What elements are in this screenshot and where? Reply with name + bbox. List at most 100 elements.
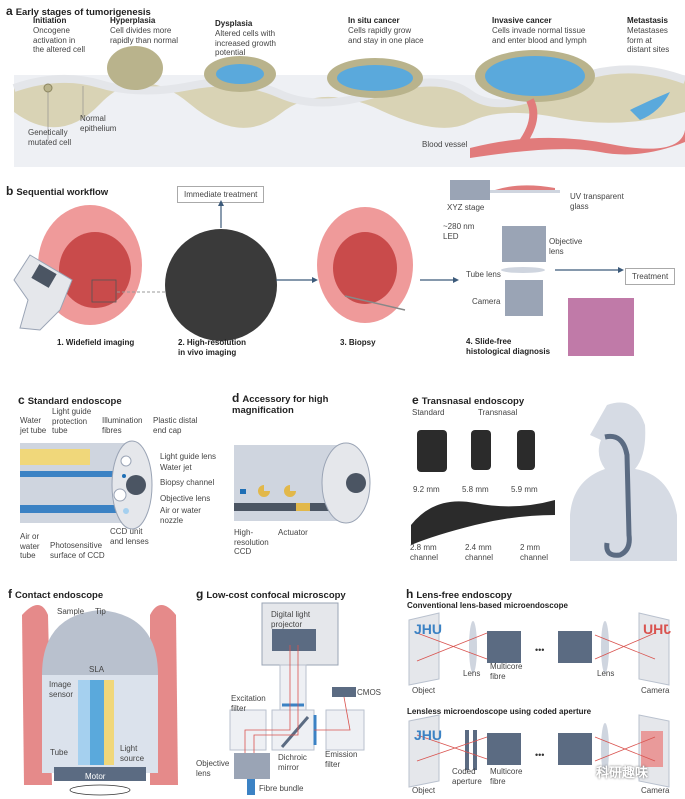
step-3-label: 3. Biopsy xyxy=(340,338,376,347)
tube-lens xyxy=(501,267,545,273)
objective-lens-label: Objective lens xyxy=(160,494,211,503)
dichroic-mirror-label: Dichroic mirror xyxy=(278,753,307,772)
sla-label: SLA xyxy=(89,665,105,674)
scope-standard xyxy=(417,430,447,472)
biopsy-channel-label: Biopsy channel xyxy=(160,478,215,487)
plastic-cap-label: Plastic distal end cap xyxy=(153,416,198,435)
objective xyxy=(234,753,270,779)
cmos-chip xyxy=(332,687,356,697)
metastasis-cluster xyxy=(630,92,670,120)
photosensitive-label: Photosensitive surface of CCD xyxy=(50,541,105,560)
panel-title-text: Standard endoscope xyxy=(27,396,122,407)
lens-3 xyxy=(601,723,609,775)
dlp-chip xyxy=(272,629,316,651)
lens-1 xyxy=(469,621,477,673)
actuator-label: Actuator xyxy=(278,528,308,537)
endoscope-tip xyxy=(42,610,158,675)
in-situ-core xyxy=(337,65,413,91)
water-jet-tube xyxy=(20,471,120,477)
camera-label: Camera xyxy=(472,297,501,306)
light-guide-tube xyxy=(20,449,90,465)
object-label: Object xyxy=(412,686,436,695)
cmos-label: CMOS xyxy=(357,688,381,697)
coded-aperture xyxy=(465,730,477,770)
treatment-box: Treatment xyxy=(625,268,676,285)
blood-vessel xyxy=(470,130,685,158)
panel-letter: h xyxy=(406,587,414,601)
panel-letter: b xyxy=(6,184,14,198)
lens-free-illustration xyxy=(408,612,670,788)
invasion-vessel xyxy=(516,98,538,149)
step-4-label: 4. Slide-free histological diagnosis xyxy=(466,337,551,356)
transnasal-illustration xyxy=(411,402,677,561)
human-silhouette xyxy=(570,402,677,561)
panel-title-text: Early stages of tumorigenesis xyxy=(15,7,151,18)
actuator-lens-1 xyxy=(258,485,270,497)
watermark: 科研趣味 xyxy=(596,765,649,780)
rays-1 xyxy=(416,632,656,662)
objective-lens xyxy=(502,226,546,262)
actuator-lens-2 xyxy=(284,485,296,497)
handheld-imager xyxy=(13,254,73,331)
tube-lens-label: Tube lens xyxy=(466,270,501,279)
panel-title-text: Low-cost confocal microscopy xyxy=(206,590,346,601)
object-text-2: JHU xyxy=(414,727,443,743)
hyperplasia-mound xyxy=(107,46,163,90)
xyz-stage-label: XYZ stage xyxy=(447,203,485,212)
water-jet-tube-label: Water jet tube xyxy=(20,416,47,435)
dichroic-mirror xyxy=(280,716,310,748)
light-source xyxy=(104,680,114,765)
high-res-ccd xyxy=(240,489,246,494)
workflow-illustration xyxy=(13,180,634,356)
camera-image-1: JHU xyxy=(643,621,672,637)
lens-label: Lens xyxy=(463,669,481,678)
channel-label: 2 mm channel xyxy=(520,543,549,562)
conventional-subtitle: Conventional lens-based microendoscope xyxy=(407,601,568,610)
step-1-label: 1. Widefield imaging xyxy=(57,338,135,347)
fibre-2-b xyxy=(558,733,592,765)
camera-body xyxy=(505,280,543,316)
rotation-arrow xyxy=(69,784,131,796)
scope-transnasal-2 xyxy=(517,430,535,470)
panel-letter: a xyxy=(6,4,13,18)
standard-endoscope-illustration xyxy=(20,440,153,530)
diameter-label: 5.9 mm xyxy=(511,485,538,494)
panel-letter: g xyxy=(196,587,204,601)
ellipsis-1: ••• xyxy=(535,645,545,655)
blood-vessel-label: Blood vessel xyxy=(422,140,468,149)
panel-title-text: Lens-free endoscopy xyxy=(416,590,512,601)
accessory-channel xyxy=(346,473,366,493)
panel-letter: e xyxy=(412,393,419,407)
objective-lens-label: Objective lens xyxy=(196,759,230,778)
panel-title-text: Transnasal endoscopy xyxy=(421,396,525,407)
stage-desc: Altered cells with increased growth pote… xyxy=(215,29,276,57)
mutated-cell xyxy=(43,83,53,93)
channel-label: 2.4 mm channel xyxy=(465,543,494,562)
diameter-label: 9.2 mm xyxy=(413,485,440,494)
light-rays xyxy=(244,645,351,753)
lensless-subtitle: Lensless microendoscope using coded aper… xyxy=(407,707,592,716)
multicore-label: Multicore fibre xyxy=(490,662,523,681)
gi-tract xyxy=(604,433,632,558)
emission-filter-label: Emission filter xyxy=(325,750,358,769)
mutated-cell-label: Genetically mutated cell xyxy=(28,128,72,147)
air-water-tube xyxy=(20,505,125,513)
led-label: ~280 nm LED xyxy=(443,222,475,241)
camera-label: Camera xyxy=(641,786,670,795)
stage-desc: Cells invade normal tissue and enter blo… xyxy=(492,26,587,45)
image-sensor xyxy=(78,680,90,765)
tip-label: Tip xyxy=(95,607,106,616)
ccd-unit-label: CCD unit and lenses xyxy=(110,527,149,546)
stage-name: In situ cancer xyxy=(348,16,400,25)
standard-group-label: Standard xyxy=(412,408,445,417)
rays-2 xyxy=(416,734,656,762)
stage-name: Hyperplasia xyxy=(110,16,156,25)
fibre-1-a xyxy=(487,631,521,663)
xyz-stage xyxy=(450,180,490,200)
image-sensor-label: Image sensor xyxy=(49,680,74,699)
